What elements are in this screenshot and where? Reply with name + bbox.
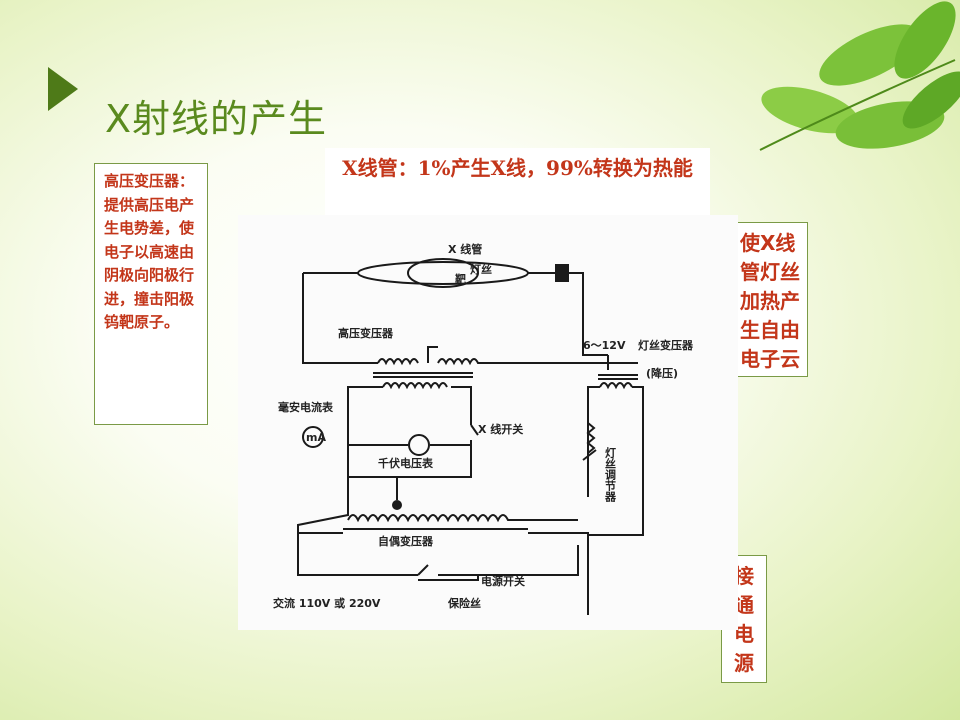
title-bullet-icon <box>48 67 78 111</box>
label-filament-regulator: 灯丝调节器 <box>604 446 618 503</box>
note-power-char: 源 <box>734 651 754 675</box>
label-hv-transformer: 高压变压器 <box>338 326 394 340</box>
power-switch-icon <box>417 564 479 581</box>
kv-meter-icon <box>408 434 430 456</box>
label-kv-meter: 千伏电压表 <box>378 456 434 470</box>
filament-regulator-icon <box>582 422 597 497</box>
label-fuse: 保险丝 <box>447 596 481 610</box>
caption-background <box>325 148 710 216</box>
label-ac-supply: 交流 110V 或 220V <box>273 596 381 610</box>
autotransformer-coil <box>347 514 518 523</box>
label-autotransformer: 自偶变压器 <box>378 534 434 548</box>
note-filament: 使X线管灯丝加热产生自由电子云 <box>730 222 808 377</box>
leaves-decoration <box>759 1 960 151</box>
label-x-switch: X 线开关 <box>478 422 523 436</box>
note-power-char: 接 <box>734 564 754 588</box>
slide-title: X射线的产生 <box>105 97 328 141</box>
circuit-svg <box>297 258 644 615</box>
note-power-char: 通 <box>734 593 754 617</box>
note-hv-transformer: 高压变压器：提供高压电产生电势差，使电子以高速由阴极向阳极行进，撞击阳极钨靶原子… <box>94 163 208 425</box>
hv-transformer-coil <box>377 358 419 366</box>
label-filament-tube: 灯丝 <box>470 262 492 276</box>
label-tube: X 线管 <box>448 242 482 256</box>
label-filament-transformer: 灯丝变压器 <box>638 338 694 352</box>
xray-tube-icon <box>303 258 578 288</box>
ammeter-icon <box>302 426 324 448</box>
label-filament-voltage: 6～12V <box>583 339 626 352</box>
caption-xray-tube: X线管：1%产生X线，99%转换为热能 <box>342 156 693 180</box>
label-ammeter: 毫安电流表 <box>278 400 334 414</box>
label-target: 靶 <box>455 272 466 286</box>
circuit-labels: X 线管 灯丝 靶 高压变压器 6～12V 灯丝变压器 (降压) 毫安电流表 m… <box>273 242 694 610</box>
note-power-char: 电 <box>734 622 754 646</box>
xray-circuit-diagram: X 线管 灯丝 靶 高压变压器 6～12V 灯丝变压器 (降压) 毫安电流表 m… <box>238 215 738 630</box>
label-power-switch: 电源开关 <box>481 574 525 588</box>
label-step-down: (降压) <box>646 366 678 380</box>
ammeter-symbol: mA <box>306 431 326 444</box>
